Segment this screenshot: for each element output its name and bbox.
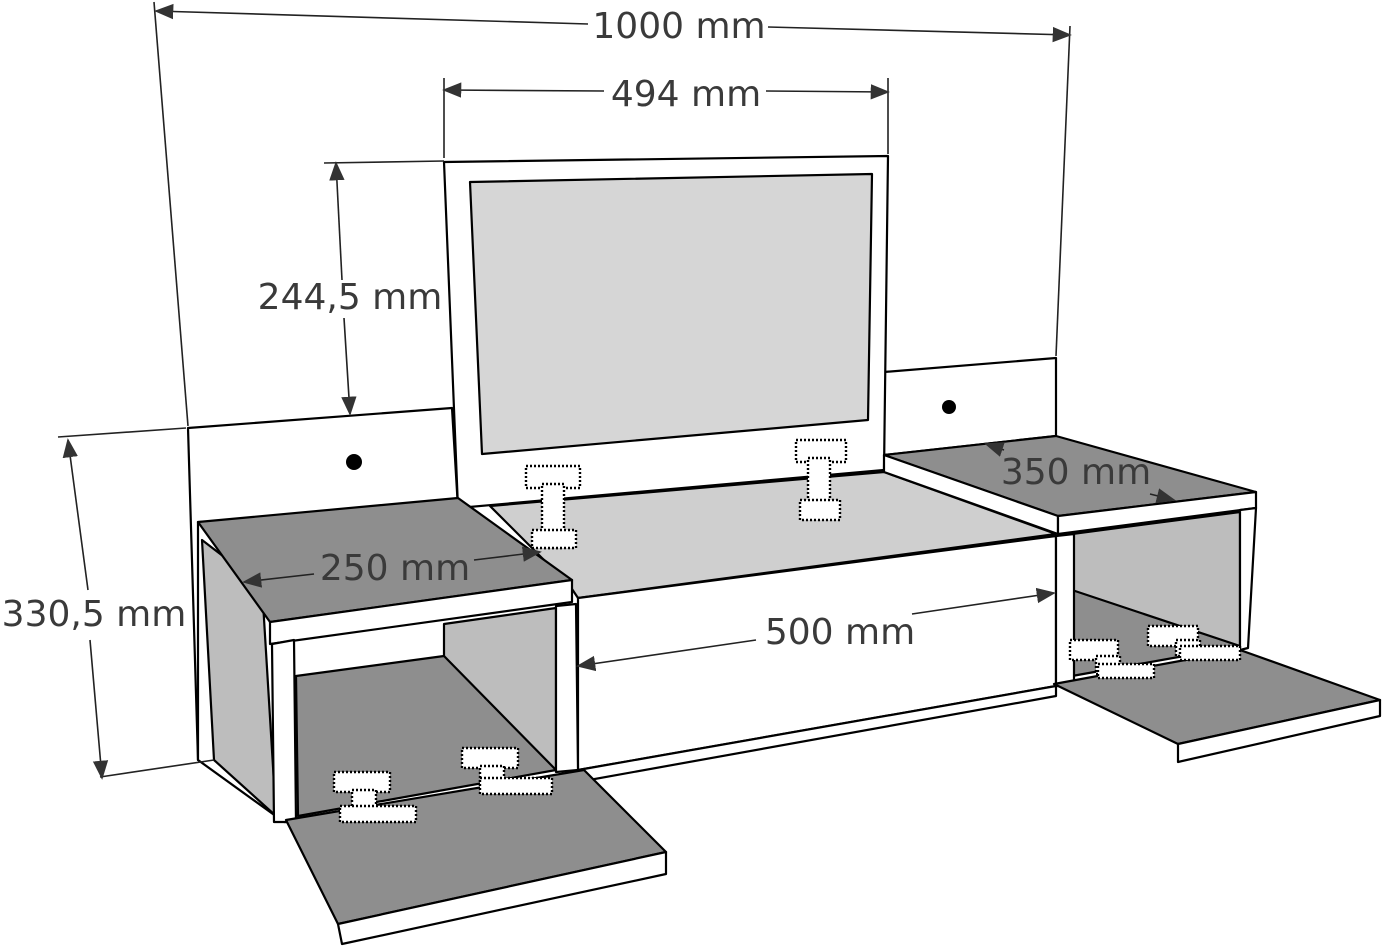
left-shelf-front-edge [268, 578, 574, 646]
dim-3305-line-bottom [89, 639, 109, 780]
mirror-hinge-right-icon [794, 438, 848, 522]
left-right-wall [554, 602, 580, 774]
dim-1000-line-left [154, 3, 589, 25]
dim-1000-line-right [767, 26, 1072, 43]
dim-mirror-width-label: 494 mm [611, 74, 761, 115]
ext-line-bottom [99, 759, 215, 778]
left-door-hinge-1-icon [332, 770, 418, 824]
dim-overall-width-label: 1000 mm [592, 6, 765, 47]
dim-3305-line-top [62, 438, 89, 591]
dim-350-line-right [1149, 488, 1176, 504]
ext-line-left [153, 1, 189, 427]
left-side-divider [270, 638, 298, 824]
dim-overall-height-label: 330,5 mm [2, 594, 187, 635]
mirror-glass [468, 172, 874, 456]
dim-center-width-label: 500 mm [765, 612, 915, 653]
mirror-hinge-left-icon [524, 464, 582, 550]
ext-line-right [1055, 25, 1071, 357]
dim-500-line-right [911, 587, 1056, 615]
dim-494-line-right [765, 84, 890, 100]
dim-250-line-right [473, 546, 542, 562]
ext-line-top [57, 427, 187, 438]
dim-right-shelf-label: 350 mm [1001, 452, 1151, 493]
right-door-edge [1176, 698, 1382, 764]
left-door-edge [336, 850, 668, 946]
right-end-panel [1238, 506, 1258, 652]
right-left-wall [1054, 532, 1076, 688]
ext-line-mirror-top [323, 160, 445, 164]
dim-left-shelf-label: 250 mm [320, 548, 470, 589]
right-mounting-hole [942, 400, 956, 414]
left-door-hinge-2-icon [460, 746, 554, 796]
left-mounting-hole [346, 454, 362, 470]
right-door-hinge-1-icon [1068, 638, 1156, 680]
dim-2445-line-top [329, 161, 345, 281]
dim-494-line-left [442, 82, 605, 98]
dim-250-line-left [242, 572, 315, 588]
dim-350-line-left [984, 442, 1005, 457]
right-door-hinge-2-icon [1146, 624, 1242, 662]
dim-2445-line-bottom [341, 317, 357, 416]
dim-mirror-height-label: 244,5 mm [258, 277, 443, 318]
dim-500-line-left [576, 639, 757, 672]
